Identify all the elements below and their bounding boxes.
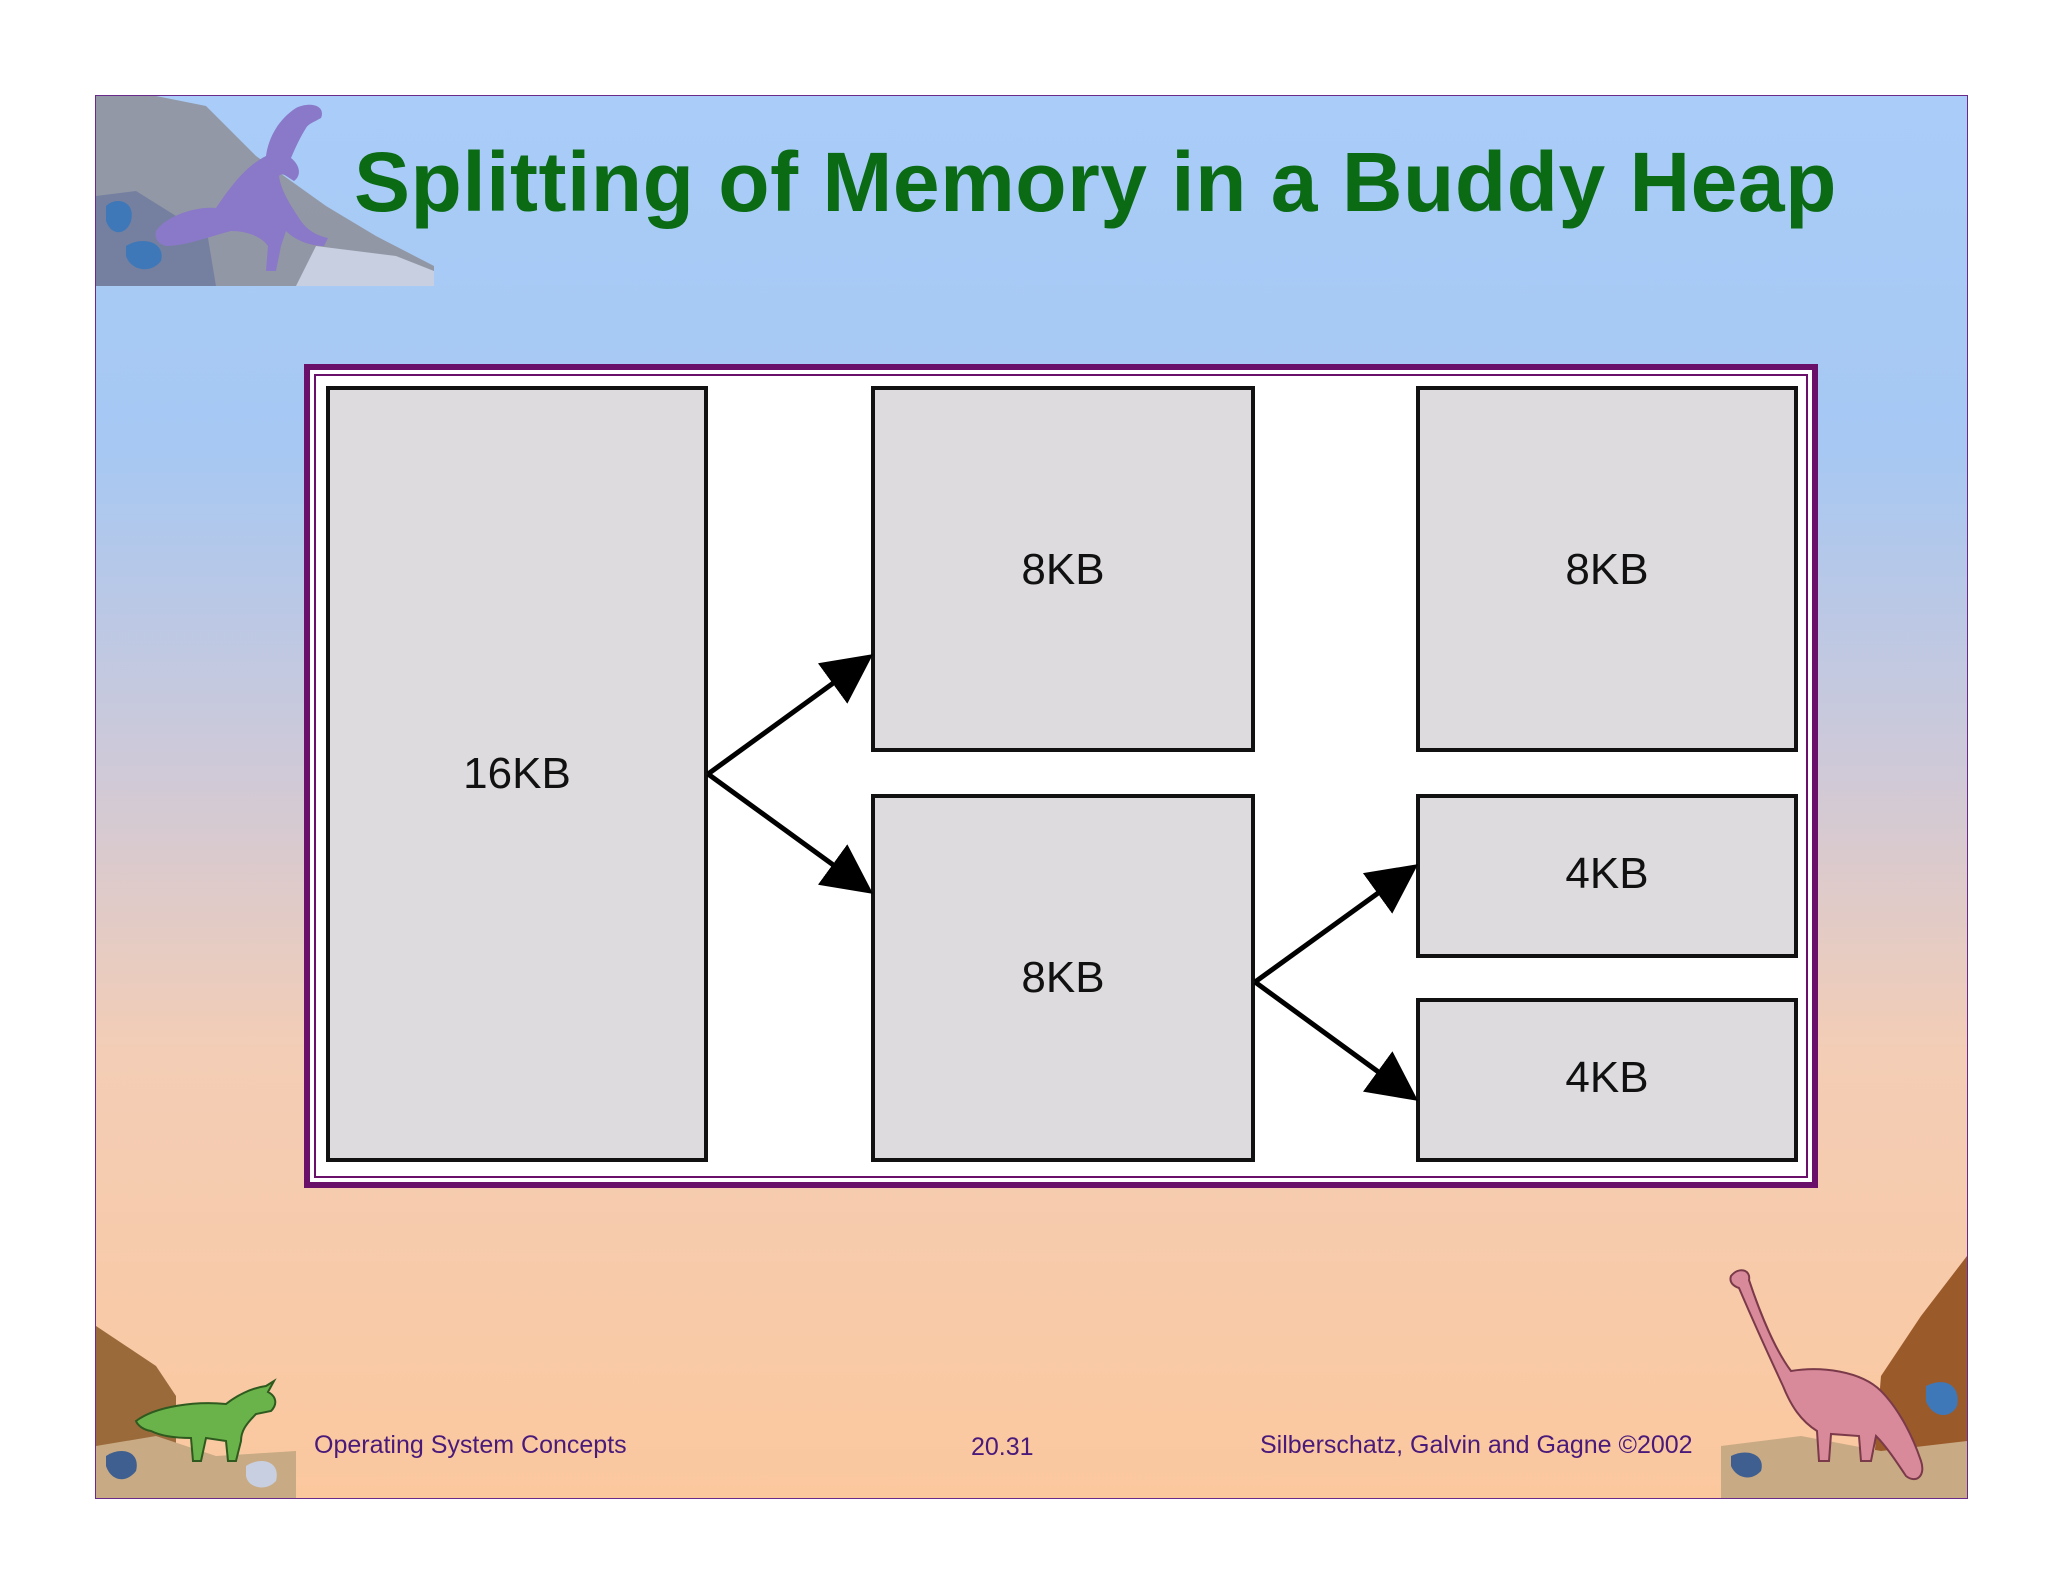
block-level2-bottom-4kb: 4KB xyxy=(1416,998,1798,1162)
block-level1-bottom-8kb: 8KB xyxy=(871,794,1255,1162)
slide-title: Splitting of Memory in a Buddy Heap xyxy=(354,135,1837,229)
split-arrow-root-to-top xyxy=(706,654,874,777)
diagram-frame: 16KB 8KB 8KB 8KB 4KB xyxy=(304,364,1818,1188)
block-level2-top-label: 8KB xyxy=(1565,545,1648,594)
block-level1-top-8kb: 8KB xyxy=(871,386,1255,752)
split-arrow-8kb-to-4kb-bottom xyxy=(1253,979,1419,1101)
block-root-label: 16KB xyxy=(463,749,571,798)
split-arrow-root-to-bottom xyxy=(706,771,874,894)
split-arrow-8kb-to-4kb-top xyxy=(1253,864,1419,985)
triceratops-clipart-icon xyxy=(96,1326,296,1498)
block-level2-top-8kb: 8KB xyxy=(1416,386,1798,752)
block-root-16kb: 16KB xyxy=(326,386,708,1162)
brontosaurus-clipart-icon xyxy=(1721,1256,1967,1498)
t-rex-clipart-icon xyxy=(96,96,434,286)
footer-copyright: Silberschatz, Galvin and Gagne ©2002 xyxy=(1260,1431,1693,1459)
block-level2-bottom-label: 4KB xyxy=(1565,1053,1648,1102)
block-level2-mid-label: 4KB xyxy=(1565,849,1648,898)
footer-course-title: Operating System Concepts xyxy=(314,1431,627,1459)
buddy-heap-diagram: 16KB 8KB 8KB 8KB 4KB xyxy=(326,386,1798,1162)
block-level1-top-label: 8KB xyxy=(1021,545,1104,594)
block-level1-bottom-label: 8KB xyxy=(1021,953,1104,1002)
footer-page-number: 20.31 xyxy=(971,1433,1034,1461)
slide: Splitting of Memory in a Buddy Heap 16KB… xyxy=(95,95,1968,1499)
block-level2-mid-4kb: 4KB xyxy=(1416,794,1798,958)
